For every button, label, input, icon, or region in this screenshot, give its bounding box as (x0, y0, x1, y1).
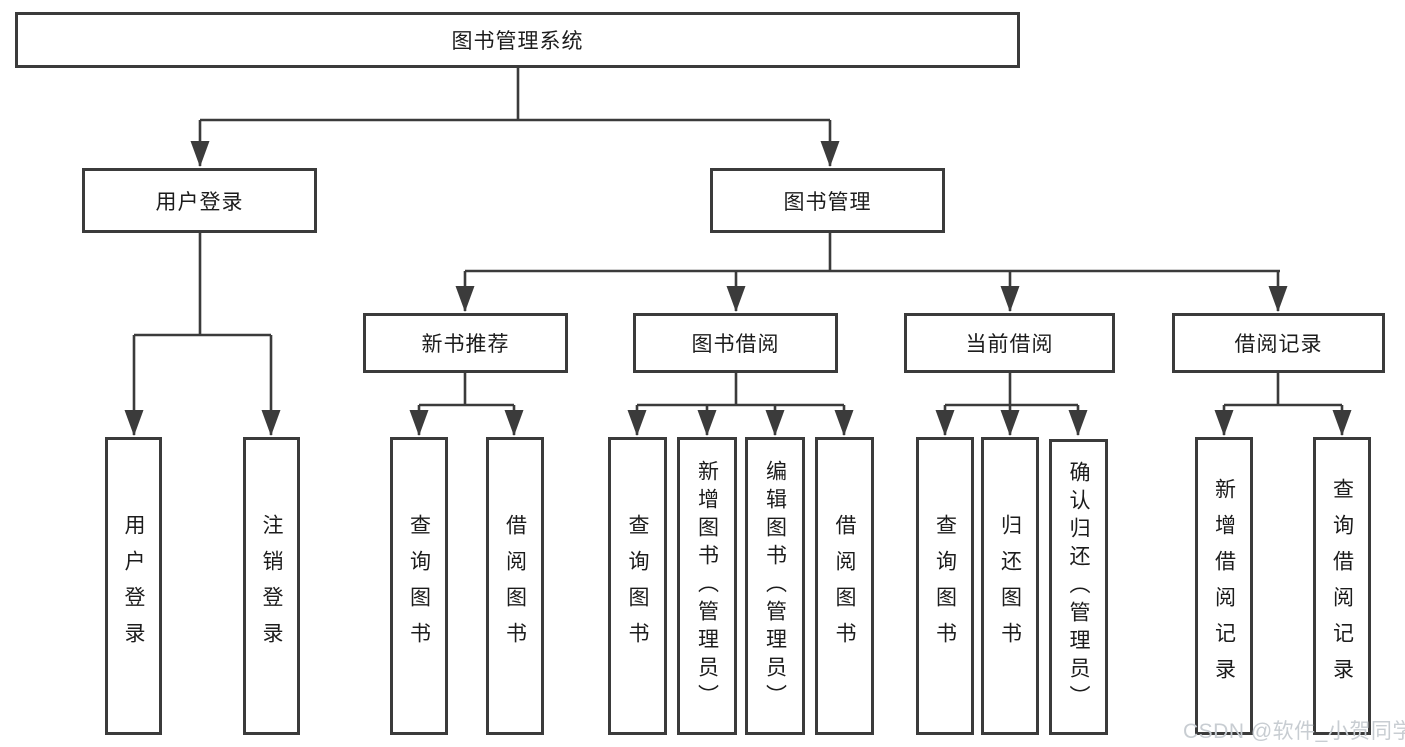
leaf-label: 归还图书 (998, 514, 1022, 658)
leaf-label: 查询图书 (933, 514, 957, 658)
node-label: 图书管理 (783, 190, 872, 214)
connector-arrows (124, 120, 1352, 436)
leaf-rec-borrow-books: 借阅图书 (486, 437, 544, 735)
node-current-borrowing: 当前借阅 (904, 313, 1115, 373)
leaf-bb-edit-books-admin: 编辑图书（管理员） (745, 437, 805, 735)
leaf-label: 注销登录 (260, 514, 283, 658)
node-new-book-recommend: 新书推荐 (363, 313, 568, 373)
node-label: 新书推荐 (421, 333, 510, 356)
leaf-label: 新增图书（管理员） (695, 460, 719, 712)
leaf-label: 新增借阅记录 (1212, 478, 1236, 694)
connector-rails (134, 68, 1342, 407)
node-label: 图书借阅 (691, 333, 780, 356)
leaf-label: 查询图书 (626, 514, 649, 658)
node-book-management: 图书管理 (710, 168, 945, 233)
leaf-logout-action: 注销登录 (243, 437, 300, 735)
leaf-label: 查询借阅记录 (1330, 478, 1354, 694)
leaf-cb-confirm-return-admin: 确认归还（管理员） (1049, 439, 1108, 735)
node-user-login: 用户登录 (82, 168, 317, 233)
leaf-cb-query-books: 查询图书 (916, 437, 974, 735)
node-label: 图书管理系统 (451, 30, 584, 53)
leaf-bb-borrow-books: 借阅图书 (815, 437, 874, 735)
leaf-bb-query-books: 查询图书 (608, 437, 667, 735)
leaf-label: 编辑图书（管理员） (763, 460, 787, 712)
node-book-borrowing: 图书借阅 (633, 313, 838, 373)
leaf-label: 借阅图书 (503, 514, 527, 658)
leaf-br-add-record: 新增借阅记录 (1195, 437, 1253, 735)
node-label: 借阅记录 (1234, 333, 1323, 356)
leaf-cb-return-books: 归还图书 (981, 437, 1039, 735)
node-root-library-system: 图书管理系统 (15, 12, 1020, 68)
node-label: 当前借阅 (965, 333, 1054, 356)
leaf-label: 查询图书 (407, 514, 431, 658)
node-borrowing-records: 借阅记录 (1172, 313, 1385, 373)
leaf-label: 用户登录 (122, 514, 145, 658)
leaf-rec-query-books: 查询图书 (390, 437, 448, 735)
leaf-user-login-action: 用户登录 (105, 437, 162, 735)
csdn-watermark: CSDN @软件_小贺同学 (1183, 720, 1405, 743)
leaf-br-query-record: 查询借阅记录 (1313, 437, 1371, 735)
leaf-label: 借阅图书 (833, 514, 856, 658)
leaf-bb-add-books-admin: 新增图书（管理员） (677, 437, 737, 735)
leaf-label: 确认归还（管理员） (1067, 461, 1090, 713)
node-label: 用户登录 (155, 190, 244, 214)
